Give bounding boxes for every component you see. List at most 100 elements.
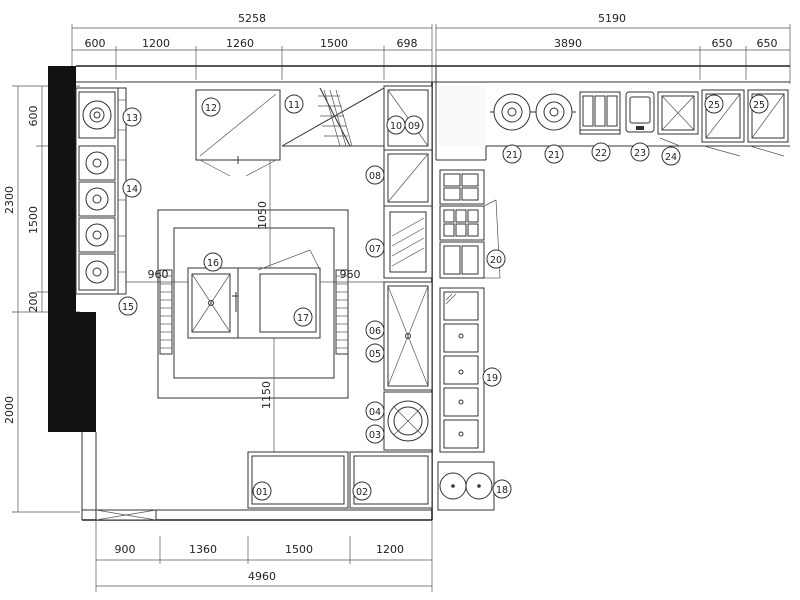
dim-top-seg-5: 698: [397, 37, 418, 50]
tag-label-19: 19: [486, 373, 498, 384]
dim-bottom-total: 4960: [248, 570, 276, 583]
dim-island-bottom: 1150: [260, 381, 273, 409]
dim-bottom-900: 900: [115, 543, 136, 556]
dim-top-seg-3: 1260: [226, 37, 254, 50]
unit-20b: [439, 205, 485, 241]
tag-09: 09: [404, 115, 424, 135]
right-room-equipment: [438, 86, 789, 157]
tag-03: 03: [365, 424, 385, 444]
center-island: 1050 1150 960 960: [126, 160, 384, 452]
dim-island-top: 1050: [256, 201, 269, 229]
table-17: [237, 267, 321, 339]
dim-top-seg-4: 1500: [320, 37, 348, 50]
dim-left-600: 600: [27, 106, 40, 127]
tag-11: 11: [284, 94, 304, 114]
tag-label-22: 22: [595, 148, 607, 159]
black-wall-column: [48, 66, 76, 432]
equipment-tags: 01 02 03 04 05 06 07 08 09 10 11 12 13 1…: [118, 94, 769, 501]
tag-label-25b: 25: [753, 100, 765, 111]
tag-label-06: 06: [369, 326, 381, 337]
tag-15: 15: [118, 296, 138, 316]
tag-01: 01: [252, 481, 272, 501]
unit-07: [383, 205, 433, 279]
tag-25b: 25: [749, 94, 769, 114]
tag-label-24: 24: [665, 152, 677, 163]
dim-bottom-1500: 1500: [285, 543, 313, 556]
tag-label-17: 17: [297, 313, 309, 324]
kettle-21b: [535, 93, 573, 131]
tag-label-05: 05: [369, 349, 381, 360]
tag-label-07: 07: [369, 244, 381, 255]
tag-label-16: 16: [207, 258, 219, 269]
unit-23: [625, 91, 655, 133]
cooking-line: [75, 87, 127, 295]
tag-13: 13: [122, 107, 142, 127]
tag-24: 24: [661, 146, 681, 166]
tag-label-01: 01: [256, 487, 268, 498]
tag-14: 14: [122, 178, 142, 198]
tag-08: 08: [365, 165, 385, 185]
tag-06: 06: [365, 320, 385, 340]
bottom-dimensions: 900 1360 1500 1200 4960: [95, 520, 433, 592]
fryer-22: [579, 91, 621, 135]
left-dimensions: 600 2300 1500 200 2000: [3, 85, 80, 513]
tag-05: 05: [365, 343, 385, 363]
tag-label-14: 14: [126, 184, 138, 195]
kettle-21a: [493, 93, 531, 131]
shelving-19: [439, 287, 485, 453]
burner-14a: [78, 145, 116, 181]
tag-21b: 21: [544, 144, 564, 164]
tag-07: 07: [365, 238, 385, 258]
tag-20: 20: [486, 249, 506, 269]
tag-label-20: 20: [490, 255, 502, 266]
dim-bottom-1200: 1200: [376, 543, 404, 556]
tag-label-08: 08: [369, 171, 381, 182]
tag-label-04: 04: [369, 407, 381, 418]
tag-label-03: 03: [369, 430, 381, 441]
dim-left-2000: 2000: [3, 396, 16, 424]
tag-label-21a: 21: [506, 150, 518, 161]
tag-18: 18: [492, 479, 512, 499]
tag-label-15: 15: [122, 302, 134, 313]
tag-10: 10: [386, 115, 406, 135]
dim-left-200: 200: [27, 292, 40, 313]
tag-21a: 21: [502, 144, 522, 164]
dim-right-seg-3: 650: [757, 37, 778, 50]
top-dimensions: 5258 5190 600 1200 1260 1500 698 3890 65…: [71, 12, 791, 84]
dim-top-seg-2: 1200: [142, 37, 170, 50]
tag-22: 22: [591, 142, 611, 162]
dim-right-seg-2: 650: [712, 37, 733, 50]
tag-04: 04: [365, 401, 385, 421]
tag-label-13: 13: [126, 113, 138, 124]
dim-left-2300: 2300: [3, 186, 16, 214]
dim-left-1500: 1500: [27, 206, 40, 234]
right-room-column: [437, 169, 501, 511]
dim-bottom-1360: 1360: [189, 543, 217, 556]
tag-label-10: 10: [390, 121, 402, 132]
tag-label-12: 12: [205, 103, 217, 114]
tag-16: 16: [203, 252, 223, 272]
dim-right-seg-1: 3890: [554, 37, 582, 50]
dim-island-left: 960: [148, 268, 169, 281]
tag-12: 12: [201, 97, 221, 117]
dim-top-seg-1: 600: [85, 37, 106, 50]
dim-top-total-left: 5258: [238, 12, 266, 25]
burner-14b: [78, 181, 116, 217]
burner-14c: [78, 217, 116, 253]
tag-23: 23: [630, 142, 650, 162]
dim-island-right: 960: [340, 268, 361, 281]
dim-top-total-right: 5190: [598, 12, 626, 25]
tag-label-18: 18: [496, 485, 508, 496]
tag-label-02: 02: [356, 487, 368, 498]
tag-label-11: 11: [288, 100, 300, 111]
tag-label-09: 09: [408, 121, 420, 132]
tag-17: 17: [293, 307, 313, 327]
burner-15: [78, 253, 116, 291]
range-13: [78, 91, 116, 139]
tag-label-25a: 25: [708, 100, 720, 111]
tag-label-23: 23: [634, 148, 646, 159]
tag-25a: 25: [704, 94, 724, 114]
tag-02: 02: [352, 481, 372, 501]
tag-label-21b: 21: [548, 150, 560, 161]
